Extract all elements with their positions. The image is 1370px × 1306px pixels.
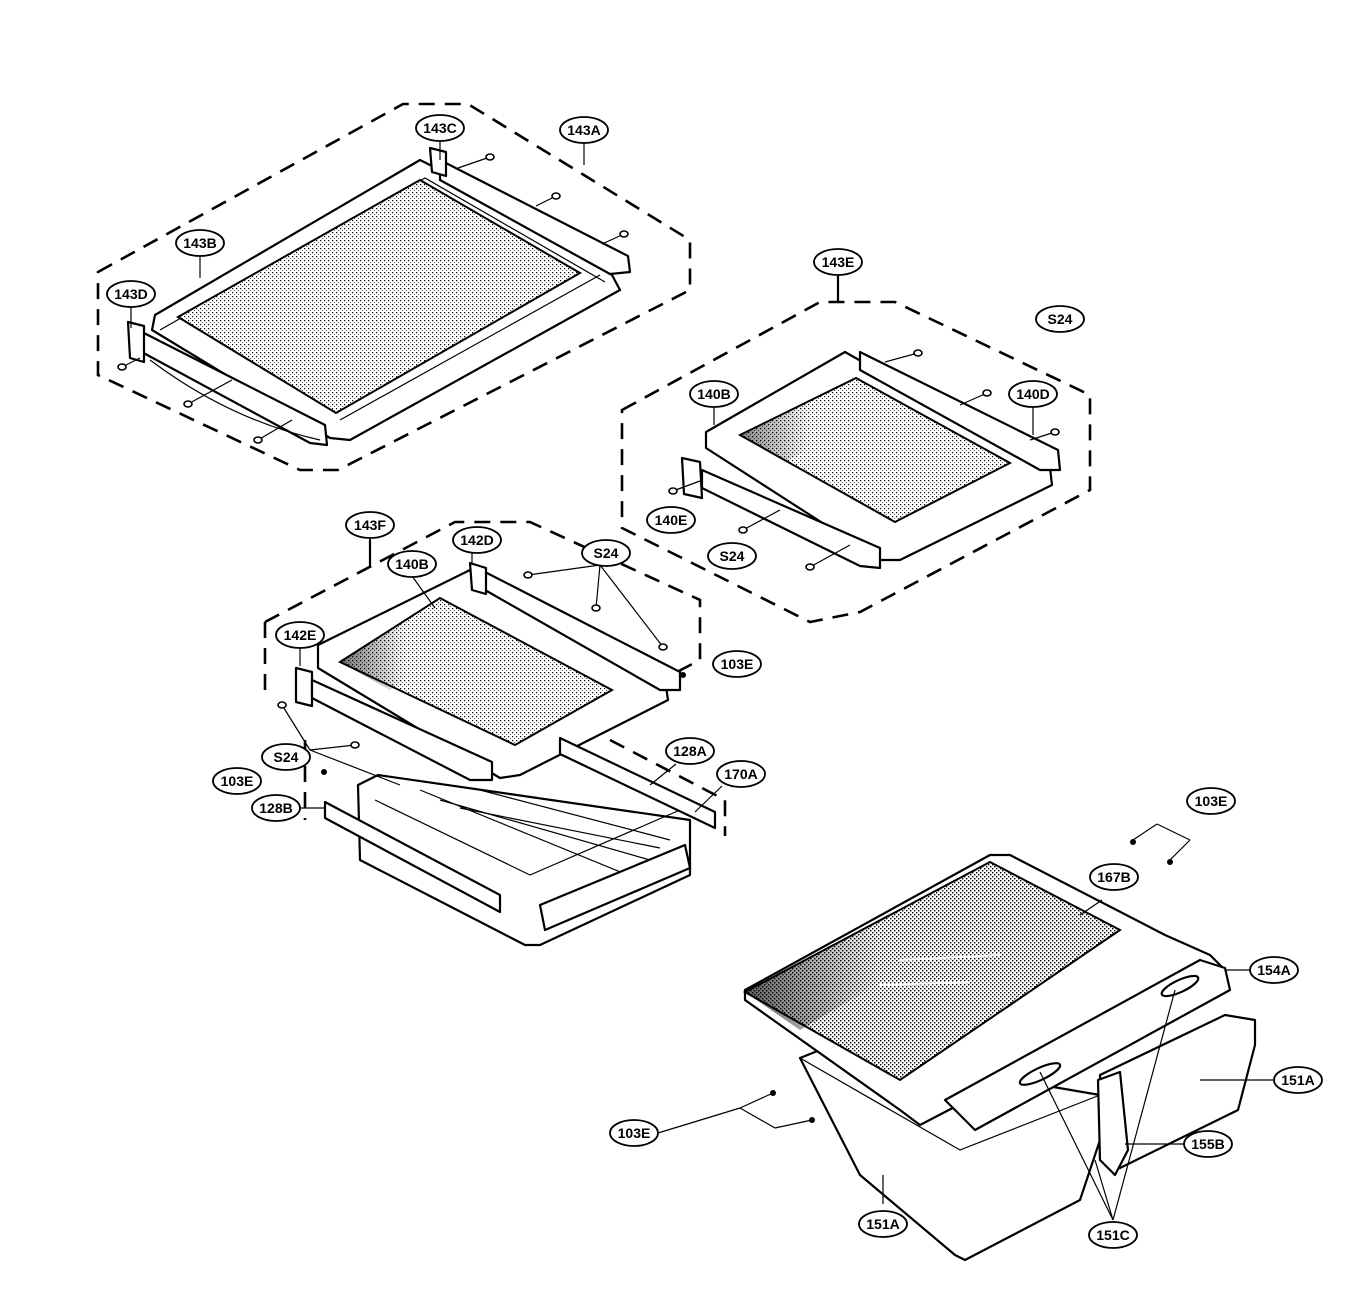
label-140E: 140E — [655, 512, 688, 528]
callout-S24-top[interactable]: S24 — [1035, 305, 1085, 333]
label-151A: 151A — [866, 1216, 899, 1232]
callout-170A[interactable]: 170A — [716, 760, 766, 788]
leader-lines — [130, 141, 1274, 1204]
callout-S24-upper-left[interactable]: S24 — [581, 539, 631, 567]
label-155B: 155B — [1191, 1136, 1224, 1152]
callout-143B[interactable]: 143B — [175, 229, 225, 257]
callout-103E-left[interactable]: 103E — [212, 767, 262, 795]
callout-S24-lower-left[interactable]: S24 — [261, 743, 311, 771]
label-S24: S24 — [274, 749, 299, 765]
callout-151A-right[interactable]: 151A — [1273, 1066, 1323, 1094]
callout-143C[interactable]: 143C — [415, 114, 465, 142]
label-154A: 154A — [1257, 962, 1290, 978]
label-140B: 140B — [395, 556, 428, 572]
label-128B: 128B — [259, 800, 292, 816]
callout-140D[interactable]: 140D — [1008, 380, 1058, 408]
callout-151C[interactable]: 151C — [1088, 1221, 1138, 1249]
callout-140E[interactable]: 140E — [646, 506, 696, 534]
callout-140B-right[interactable]: 140B — [689, 380, 739, 408]
callout-155B[interactable]: 155B — [1183, 1130, 1233, 1158]
callout-142D[interactable]: 142D — [452, 526, 502, 554]
label-151C: 151C — [1096, 1227, 1129, 1243]
shelf-assembly-143A — [96, 102, 692, 472]
shelf-assembly-143E — [620, 273, 1092, 624]
label-142D: 142D — [460, 532, 493, 548]
label-151A: 151A — [1281, 1072, 1314, 1088]
label-143B: 143B — [183, 235, 216, 251]
label-143D: 143D — [114, 286, 147, 302]
label-128A: 128A — [673, 743, 706, 759]
callout-143D[interactable]: 143D — [106, 280, 156, 308]
callout-151A-left[interactable]: 151A — [858, 1210, 908, 1238]
callout-140B-left[interactable]: 140B — [387, 550, 437, 578]
callout-103E-crisper-top[interactable]: 103E — [1186, 787, 1236, 815]
callout-143A[interactable]: 143A — [559, 116, 609, 144]
label-103E: 103E — [221, 773, 254, 789]
callout-S24-mid[interactable]: S24 — [707, 542, 757, 570]
label-140B: 140B — [697, 386, 730, 402]
label-S24: S24 — [720, 548, 745, 564]
label-143E: 143E — [822, 254, 855, 270]
callout-143E[interactable]: 143E — [813, 248, 863, 276]
crisper-assembly — [657, 823, 1257, 1262]
callout-103E-shelf[interactable]: 103E — [712, 650, 762, 678]
label-S24: S24 — [594, 545, 619, 561]
label-103E: 103E — [721, 656, 754, 672]
label-142E: 142E — [284, 627, 317, 643]
label-143F: 143F — [354, 517, 386, 533]
callout-167B[interactable]: 167B — [1089, 863, 1139, 891]
label-167B: 167B — [1097, 869, 1130, 885]
callout-103E-crisper-left[interactable]: 103E — [609, 1119, 659, 1147]
label-S24: S24 — [1048, 311, 1073, 327]
callout-128A[interactable]: 128A — [665, 737, 715, 765]
label-170A: 170A — [724, 766, 757, 782]
callout-128B[interactable]: 128B — [251, 794, 301, 822]
callout-154A[interactable]: 154A — [1249, 956, 1299, 984]
label-140D: 140D — [1016, 386, 1049, 402]
callout-142E[interactable]: 142E — [275, 621, 325, 649]
label-103E: 103E — [618, 1125, 651, 1141]
label-143C: 143C — [423, 120, 456, 136]
shelf-assembly-143F — [263, 520, 727, 947]
label-143A: 143A — [567, 122, 600, 138]
callout-143F[interactable]: 143F — [345, 511, 395, 539]
label-103E: 103E — [1195, 793, 1228, 809]
